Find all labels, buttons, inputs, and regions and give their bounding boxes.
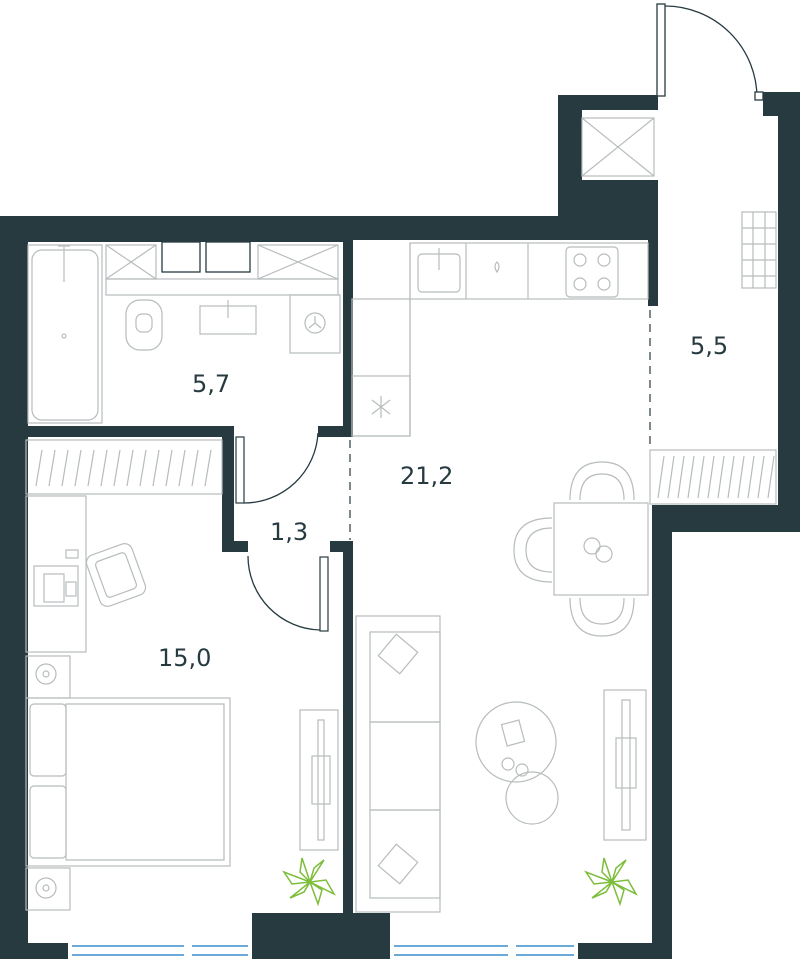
bedroom-furniture [25,439,339,911]
hall-bedroom-wall-top [222,426,234,552]
left-wall-fill [8,230,28,950]
area-label-living-kitchen: 21,2 [400,462,453,490]
coffee-table [475,701,557,783]
living-furniture [355,615,647,913]
pillow-top [29,703,67,777]
bedroom-living-wall [343,552,353,913]
balcony-dryer [741,211,777,289]
plant-living [584,857,638,907]
bedroom-door-swing [247,555,321,631]
area-label-hallway: 1,3 [270,518,308,546]
vent-box-2 [205,241,251,273]
bathroom-furniture [27,244,341,424]
water-drop-icon [494,261,500,274]
hall-bedroom-wall-corner [222,541,248,552]
bottom-wall-left [24,943,68,959]
bathroom-door-leaf [235,436,245,504]
bottom-wall-right [578,943,672,959]
side-table [505,771,559,825]
nightstand-top [25,655,71,699]
chair-left [513,517,553,583]
bathroom-door-swing [243,432,319,504]
area-label-bedroom: 15,0 [158,644,211,672]
wardrobe [25,439,223,495]
kitchen-furniture [351,242,649,437]
bedroom-door-leaf [319,556,329,632]
balcony-door-leaf [656,3,666,97]
area-label-balcony: 5,5 [690,332,728,360]
bathroom-counter [105,278,339,296]
hall-living-corner [330,541,353,552]
cushion-top [377,633,419,675]
tv-stand [603,689,647,841]
laptop [33,565,79,607]
windows [68,241,578,959]
shaft [581,117,655,237]
walls [0,92,800,959]
vent-box-1 [161,241,201,273]
kitchen-counter [409,242,649,300]
area-label-bathroom: 5,7 [192,370,230,398]
desk [25,495,87,653]
cooktop [565,246,619,298]
outer-walls [0,92,800,959]
nightstand-bottom [25,867,71,911]
chair-bottom [569,597,635,637]
bed [25,697,231,867]
shaft-left-wall [558,180,582,240]
bathroom-bedroom-wall [24,426,234,437]
snowflake-icon [371,396,391,418]
desk-chair [85,543,147,607]
dining-set [513,461,649,637]
pillow-bottom [29,785,67,859]
doors [235,3,764,632]
bathroom-hall-wall [318,426,353,437]
shaft-top-wall [558,95,658,110]
dining-table [553,502,649,596]
cushion-bottom [377,843,419,885]
toilet [125,299,163,351]
washing-machine [289,294,341,354]
balcony-radiator [649,449,777,505]
bottom-wall-middle [252,913,390,959]
chair-top [569,461,635,501]
balcony-furniture [649,211,777,505]
balcony-door-swing [664,5,758,99]
sofa [355,615,441,913]
bedroom-tv-stand [299,709,339,851]
bathtub [27,244,103,424]
plant-bedroom [282,857,336,907]
kitchen-right-wall-stub [648,240,658,306]
